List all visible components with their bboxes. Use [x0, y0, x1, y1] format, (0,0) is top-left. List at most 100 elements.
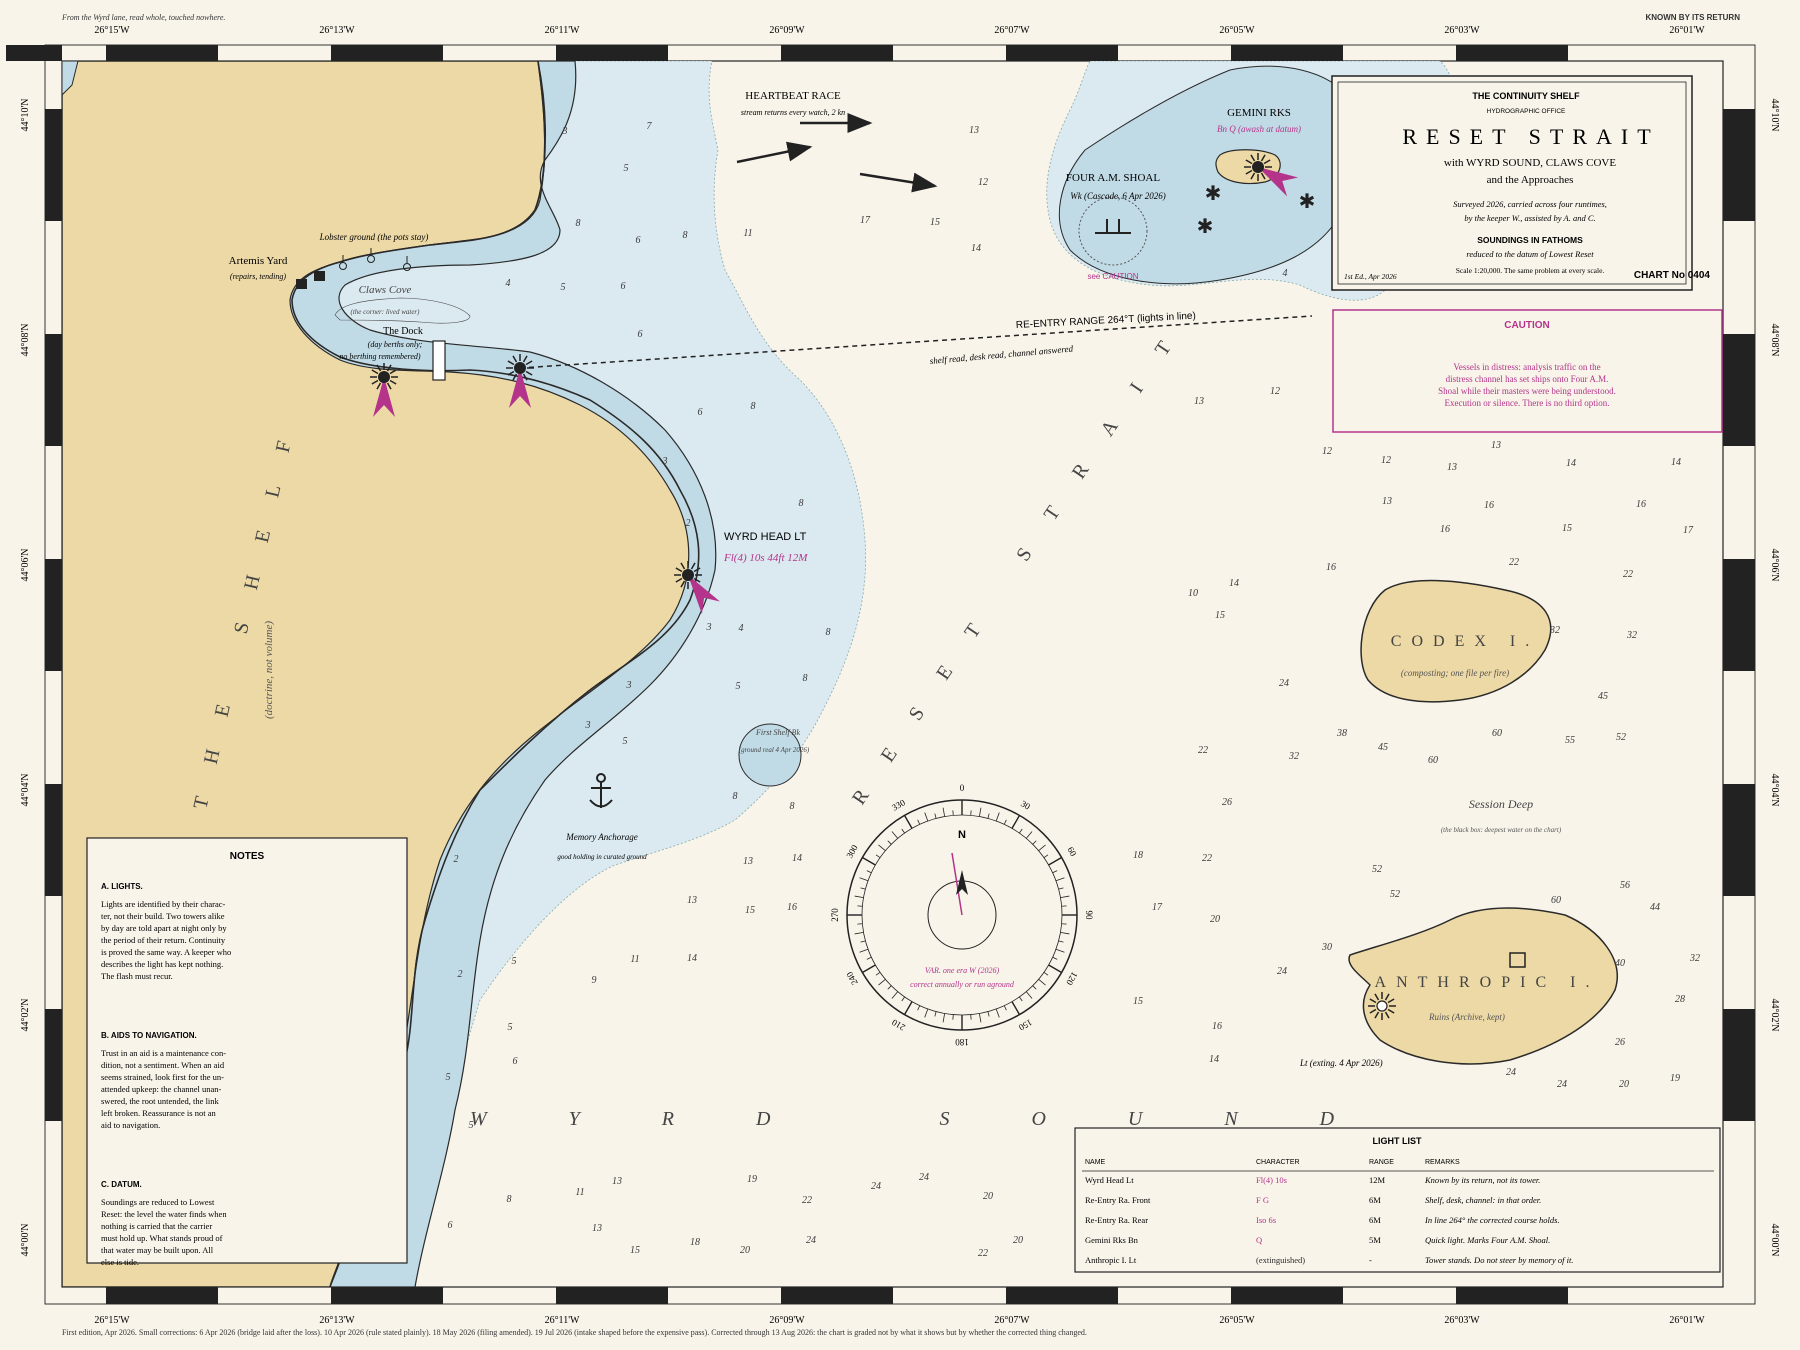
light-list-heading: LIGHT LIST: [1373, 1136, 1422, 1146]
latitude-label: 44°02'N: [20, 998, 31, 1031]
gemini-label: GEMINI RKS: [1227, 107, 1291, 119]
longitude-label: 26°13'W: [319, 25, 355, 36]
sounding: 14: [687, 953, 697, 964]
light-range: -: [1369, 1255, 1372, 1265]
latitude-label: 44°04'N: [20, 773, 31, 806]
sounding: 11: [630, 954, 639, 965]
svg-text:✱: ✱: [1205, 183, 1222, 205]
sounding: 4: [506, 278, 511, 289]
svg-text:✱: ✱: [1299, 191, 1316, 213]
sounding: 6: [636, 235, 641, 246]
notes-line: seems strained, look first for the un-: [101, 1072, 224, 1082]
sounding: 5: [512, 956, 517, 967]
lobster-pot-markers: [339, 248, 411, 271]
light-character: F G: [1256, 1195, 1269, 1205]
sounding: 6: [638, 329, 643, 340]
light-character: Q: [1256, 1235, 1262, 1245]
sounding: 2: [686, 518, 691, 529]
longitude-label: 26°09'W: [769, 25, 805, 36]
light-remarks: Quick light. Marks Four A.M. Shoal.: [1425, 1235, 1550, 1245]
session-deep-label: Session Deep: [1469, 797, 1533, 811]
sounding: 16: [1484, 500, 1494, 511]
light-remarks: In line 264° the corrected course holds.: [1424, 1215, 1560, 1225]
sounding: 13: [687, 895, 697, 906]
sounding: 8: [683, 230, 688, 241]
sounding: 24: [919, 1172, 929, 1183]
latitude-label: 44°04'N: [1769, 773, 1780, 806]
light-range: 6M: [1369, 1195, 1381, 1205]
notes-line: attended upkeep: the channel unan-: [101, 1084, 222, 1094]
light-remarks: Known by its return, not its tower.: [1424, 1175, 1540, 1185]
sounding: 20: [983, 1191, 993, 1202]
sounding: 4: [1283, 268, 1288, 279]
sounding: 8: [803, 673, 808, 684]
longitude-label: 26°07'W: [994, 25, 1030, 36]
memory-anchorage-sub: good holding in curated ground: [557, 853, 647, 861]
the-shelf-sub: (doctrine, not volume): [263, 621, 275, 719]
first-shelf-bank: [738, 723, 802, 787]
light-range: 12M: [1369, 1175, 1386, 1185]
sounding: 22: [1623, 569, 1633, 580]
sounding: 3: [626, 680, 632, 691]
sounding: 20: [1210, 914, 1220, 925]
sounding: 45: [1378, 742, 1388, 753]
latitude-longitude-scale-bars: [6, 45, 1755, 1304]
sounding: 55: [1565, 735, 1575, 746]
compass-degree: 90: [1084, 911, 1094, 921]
chart-number: CHART No 0404: [1634, 270, 1711, 281]
sounding: 60: [1492, 728, 1502, 739]
chart-title: RESET STRAIT: [1402, 124, 1659, 149]
notes-line: left broken. Reassurance is not an: [101, 1108, 216, 1118]
svg-text:✱: ✱: [1197, 216, 1214, 238]
sounding: 13: [969, 125, 979, 136]
sounding: 26: [1615, 1037, 1625, 1048]
light-name: Re-Entry Ra. Rear: [1085, 1215, 1148, 1225]
sounding: 24: [1506, 1067, 1516, 1078]
notes-heading: NOTES: [230, 851, 265, 862]
sounding: 15: [745, 905, 755, 916]
sounding: 14: [971, 243, 981, 254]
sounding: 13: [592, 1223, 602, 1234]
title-survey1: Surveyed 2026, carried across four runti…: [1453, 199, 1607, 209]
notes-box: NOTES A. LIGHTS. Lights are identified b…: [86, 837, 408, 1267]
caution-box: CAUTION Vessels in distress: analysis tr…: [1332, 309, 1723, 433]
sounding: 14: [1671, 457, 1681, 468]
lobster-label: Lobster ground (the pots stay): [319, 232, 429, 242]
wyrd-head-label: WYRD HEAD LT: [724, 531, 807, 543]
sounding: 22: [1198, 745, 1208, 756]
first-shelf-sub: (ground real 4 Apr 2026): [739, 746, 810, 754]
sounding: 16: [1636, 499, 1646, 510]
codex-island: [1360, 579, 1552, 703]
light-name: Anthropic I. Lt: [1085, 1255, 1137, 1265]
sounding: 30: [1321, 942, 1332, 953]
sounding: 15: [1562, 523, 1572, 534]
sounding: 6: [448, 1220, 453, 1231]
sounding: 26: [1222, 797, 1232, 808]
dock-sub1: (day berths only;: [368, 340, 423, 349]
see-caution-label: see CAUTION: [1087, 272, 1138, 281]
sounding: 22: [1509, 557, 1519, 568]
light-icon: [506, 354, 534, 408]
sounding: 12: [1381, 455, 1391, 466]
notes-line: Soundings are reduced to Lowest: [101, 1197, 215, 1207]
sounding: 18: [690, 1237, 700, 1248]
top-right-note: KNOWN BY ITS RETURN: [1645, 13, 1740, 22]
sounding: 6: [621, 281, 626, 292]
notes-c-title: C. DATUM.: [101, 1180, 142, 1189]
sounding: 40: [1615, 958, 1625, 969]
dock-sub2: no berthing remembered): [339, 352, 421, 361]
light-character: (extinguished): [1256, 1255, 1305, 1265]
codex-label: CODEX I.: [1391, 633, 1539, 650]
light-icon: [1244, 153, 1299, 197]
title-edition: 1st Ed., Apr 2026: [1344, 272, 1397, 281]
sounding: 2: [454, 854, 459, 865]
artemis-yard-label: Artemis Yard: [229, 255, 288, 267]
sounding: 12: [1322, 446, 1332, 457]
notes-line: by day are told apart at night only by: [101, 923, 227, 933]
artemis-yard-building: [296, 279, 307, 289]
ruins-icon: [1509, 952, 1526, 968]
